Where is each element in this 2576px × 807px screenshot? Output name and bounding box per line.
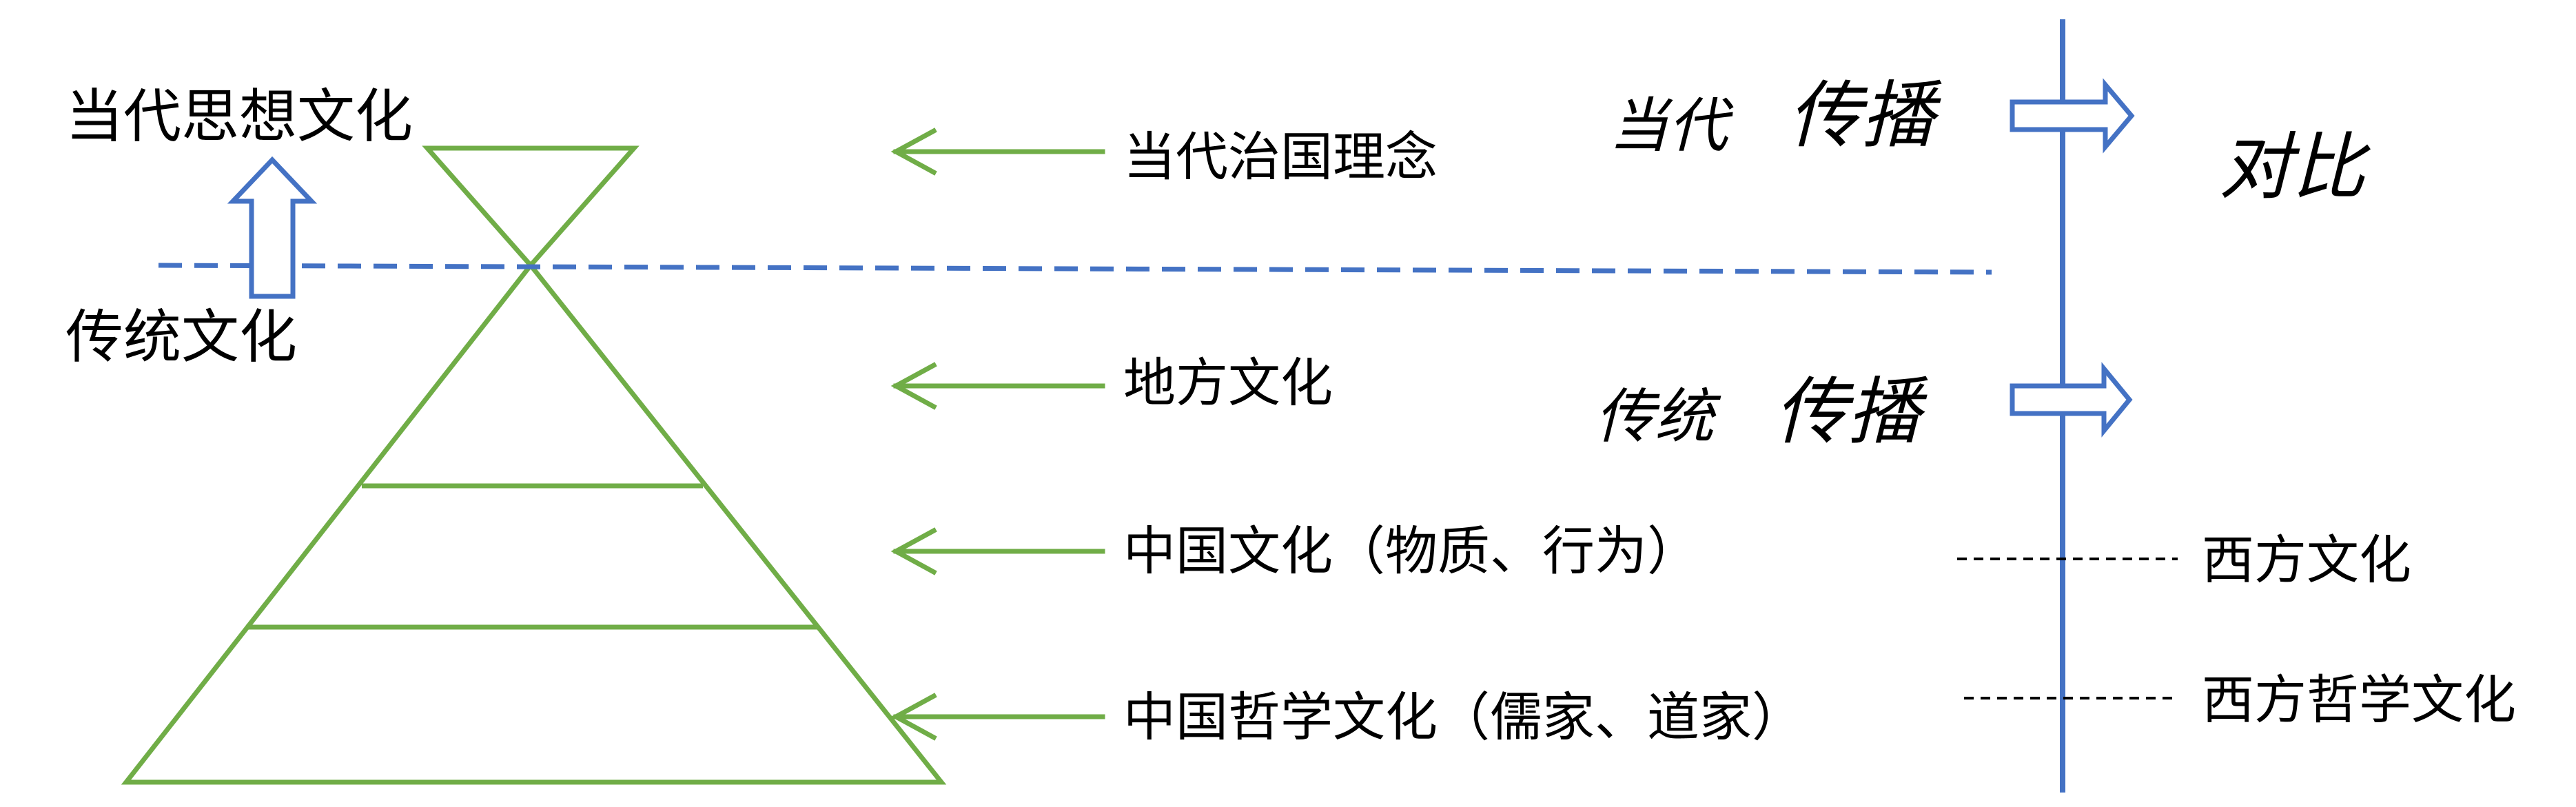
green-arrows: [890, 127, 1105, 741]
left-arrow-icon: [890, 693, 1105, 741]
left-arrow-icon: [890, 362, 1105, 410]
right-arrow-icon: [2010, 78, 2135, 154]
label-contemporary-governance: 当代治国理念: [1123, 126, 1438, 187]
up-arrow-icon: [227, 156, 318, 299]
left-arrow-icon: [890, 127, 1105, 176]
label-chinese-philosophy: 中国哲学文化（儒家、道家）: [1123, 686, 1804, 748]
label-contemporary: 当代: [1609, 92, 1728, 161]
label-chinese-culture: 中国文化（物质、行为）: [1123, 520, 1699, 582]
label-local-culture: 地方文化: [1123, 352, 1333, 413]
right-arrow-icon: [2010, 362, 2133, 438]
label-traditional: 传统: [1595, 382, 1714, 451]
left-arrow-icon: [890, 527, 1105, 575]
label-compare: 对比: [2219, 125, 2365, 210]
label-traditional-culture: 传统文化: [65, 303, 298, 371]
pyramid-inverted-top: [422, 145, 640, 269]
pyramid: [121, 145, 947, 785]
label-western-philosophy: 西方哲学文化: [2202, 669, 2516, 731]
pyramid-body: [121, 261, 947, 785]
label-spread-bottom: 传播: [1775, 369, 1921, 454]
era-divider-dashed-line: [158, 263, 1992, 275]
label-spread-top: 传播: [1788, 73, 1934, 158]
label-contemporary-thought: 当代思想文化: [65, 83, 413, 150]
label-western-culture: 西方文化: [2202, 529, 2411, 591]
